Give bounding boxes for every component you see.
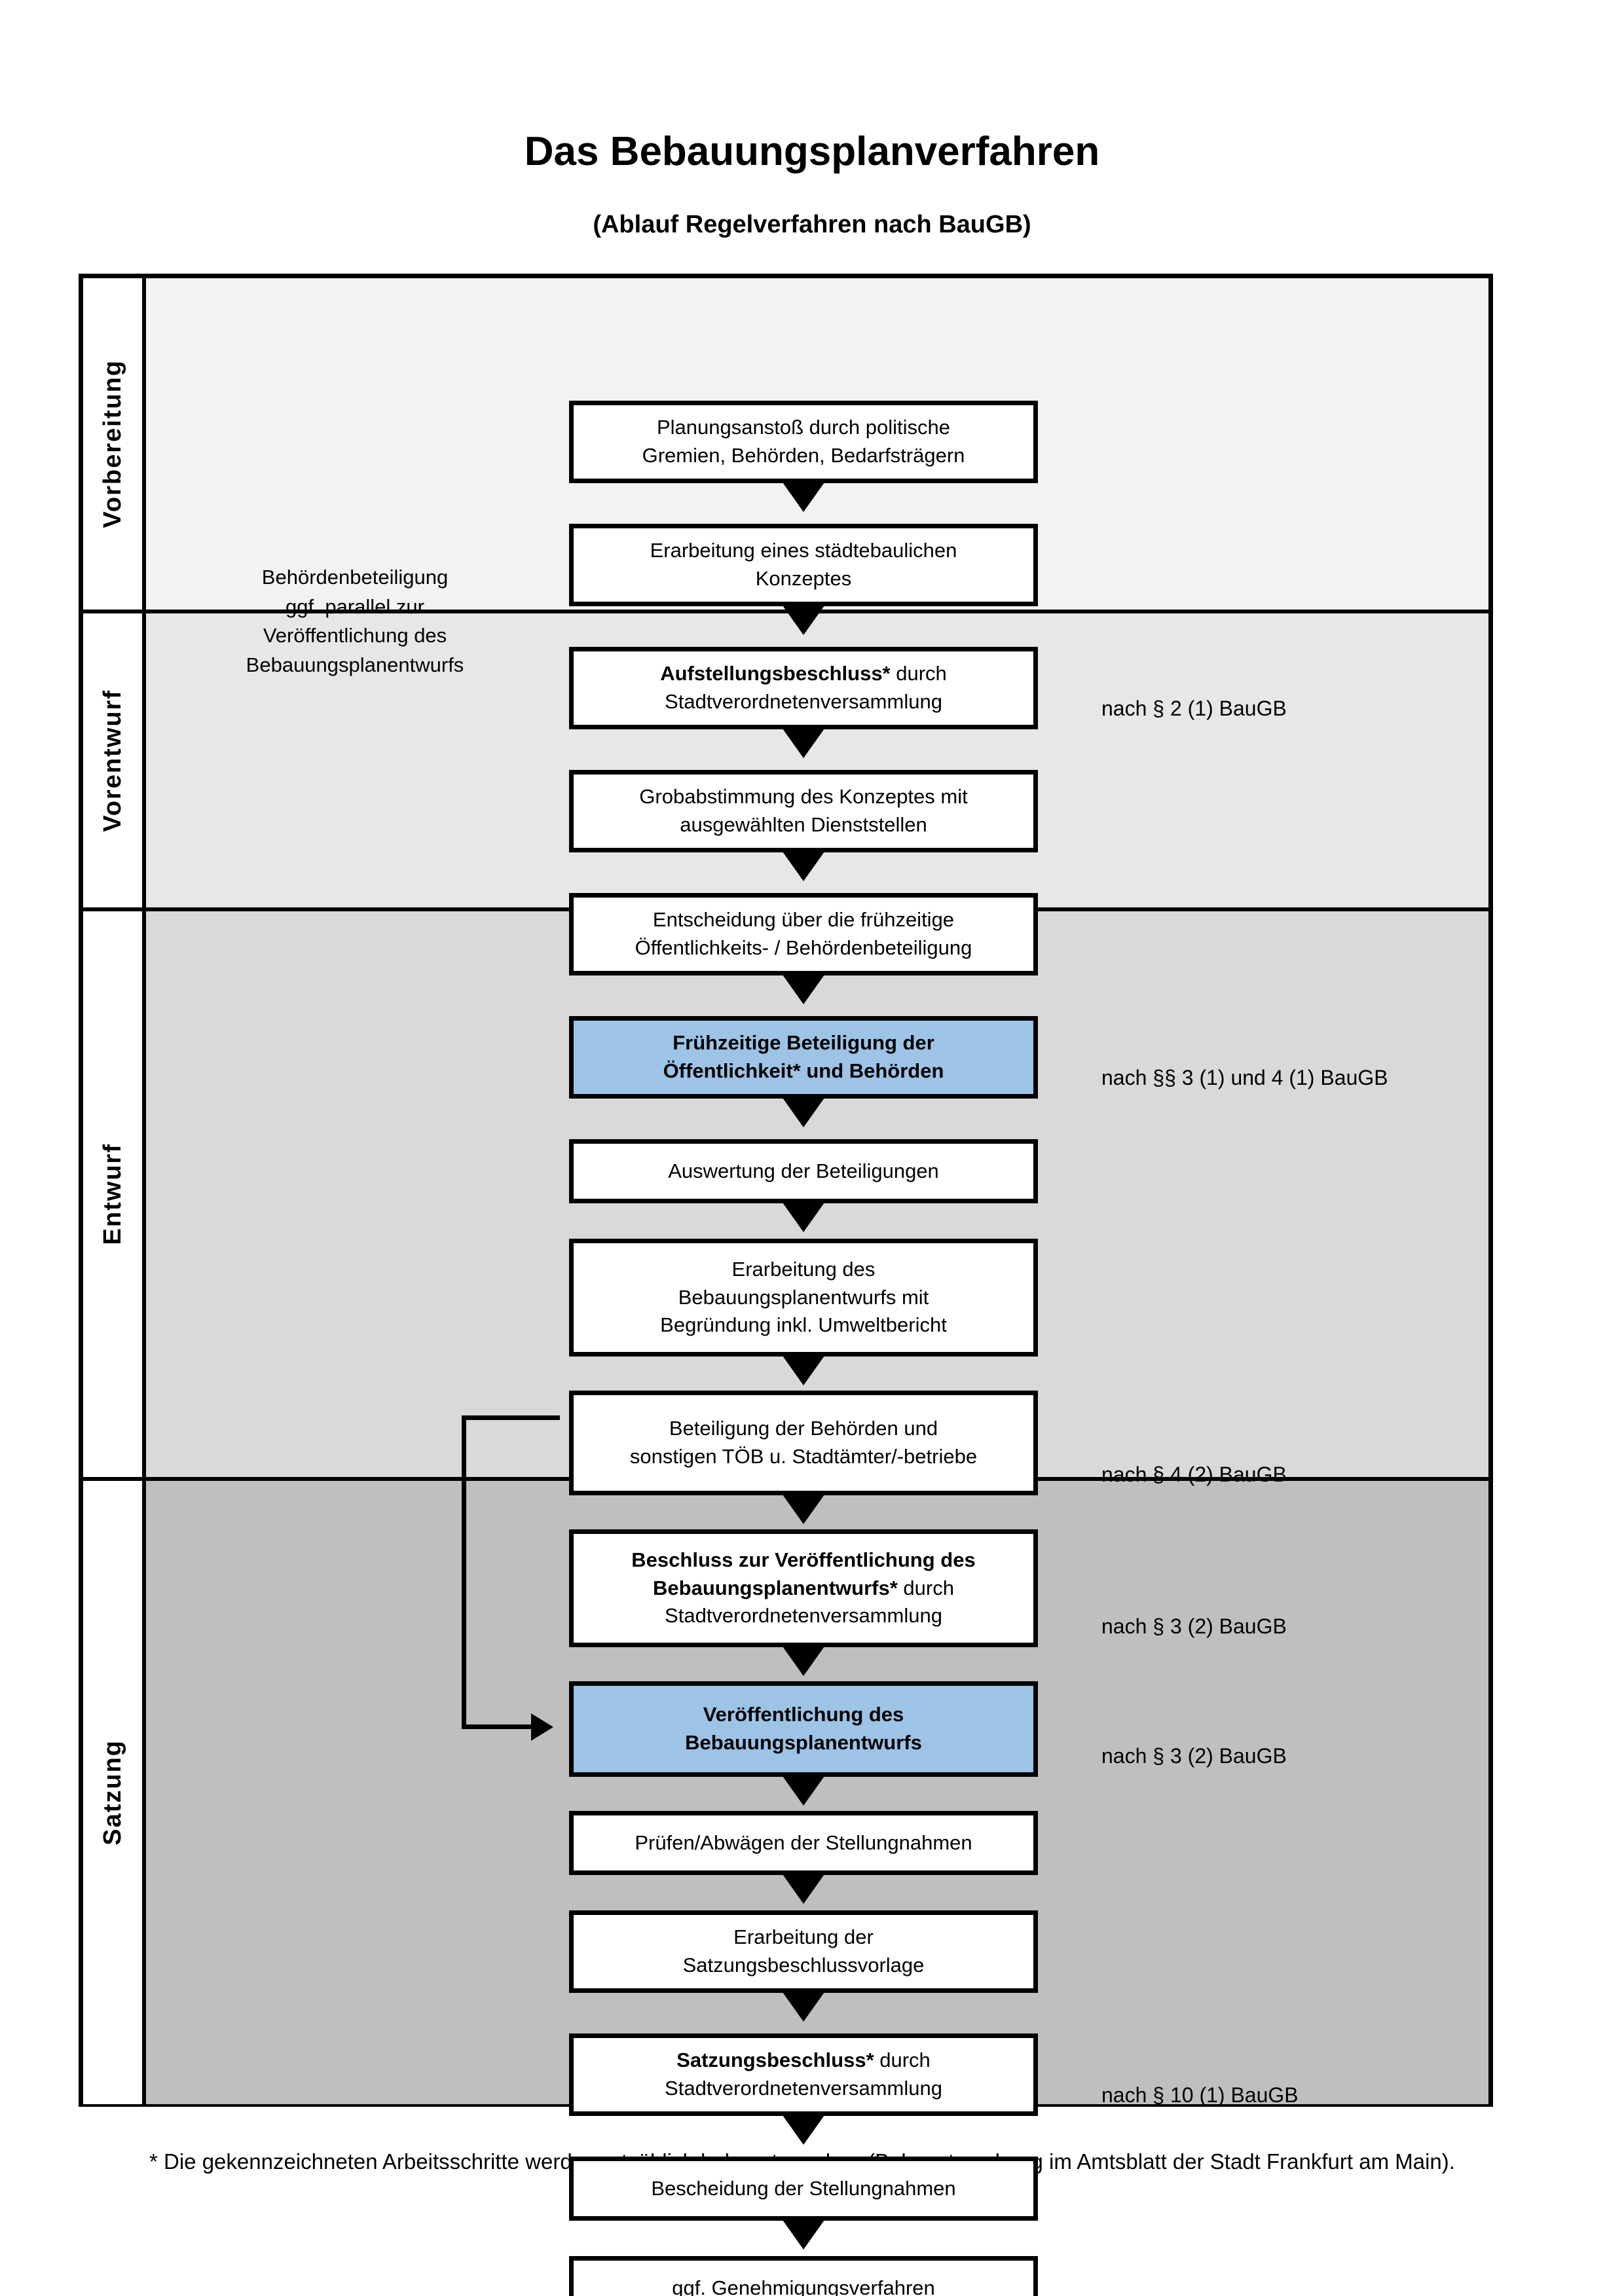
process-box-line: Gremien, Behörden, Bedarfsträgern (642, 444, 965, 467)
loop-arrowhead (531, 1713, 553, 1741)
process-box-grobabstimmung[interactable]: Grobabstimmung des Konzeptes mit ausgewäh… (569, 770, 1038, 852)
process-box-text: Auswertung der Beteiligungen (668, 1157, 939, 1186)
process-box-line: Planungsanstoß durch politische (656, 416, 951, 439)
process-box-line: Satzungsbeschlussvorlage (682, 1954, 925, 1977)
process-box-line: ausgewählten Dienststellen (680, 813, 927, 836)
process-box-line: Öffentlichkeits- / Behördenbeteiligung (635, 936, 972, 959)
process-box-text: Prüfen/Abwägen der Stellungnahmen (635, 1829, 972, 1857)
loop-segment-bottom (462, 1724, 535, 1729)
phase-label-text: Satzung (98, 1740, 126, 1846)
legal-note-note-par3-2a: nach § 3 (2) BauGB (1101, 1614, 1287, 1638)
process-box-line: Aufstellungsbeschluss* durch (660, 662, 947, 685)
process-box-line: Beschluss zur Veröffentlichung des (631, 1548, 976, 1571)
process-box-line: Erarbeitung des (731, 1257, 876, 1281)
phase-label-text: Vorentwurf (98, 689, 126, 832)
process-box-auswertung-beteiligungen[interactable]: Auswertung der Beteiligungen (569, 1139, 1038, 1203)
phase-label-text: Entwurf (98, 1143, 126, 1245)
process-box-line: Frühzeitige Beteiligung der (673, 1031, 934, 1055)
process-box-line: Bescheidung der Stellungnahmen (651, 2176, 956, 2200)
process-box-line: Bebauungsplanentwurfs (685, 1731, 922, 1754)
process-box-line: Öffentlichkeit* und Behörden (663, 1059, 944, 1082)
process-box-line: Bebauungsplanentwurfs* durch (653, 1576, 954, 1599)
flowchart-frame: Vorbereitung Vorentwurf Entwurf Satzung … (79, 274, 1493, 2296)
loop-segment-left (462, 1415, 466, 1729)
process-box-line: Veröffentlichung des (703, 1703, 904, 1726)
process-box-line: Erarbeitung eines städtebaulichen (650, 539, 957, 562)
side-note-line: Veröffentlichung des (263, 624, 447, 647)
phase-label-text: Vorbereitung (98, 359, 126, 528)
process-box-line: Erarbeitung der (733, 1925, 874, 1949)
process-box-line: Beteiligung der Behörden und (669, 1417, 938, 1440)
process-box-line: Stadtverordnetenversammlung (665, 690, 942, 713)
phase-label-satzung: Satzung (83, 1481, 146, 2104)
process-box-line: Grobabstimmung des Konzeptes mit (639, 785, 968, 809)
legal-note-note-par2: nach § 2 (1) BauGB (1101, 697, 1287, 720)
loop-segment-top (462, 1415, 560, 1420)
process-box-text: Bescheidung der Stellungnahmen (651, 2175, 955, 2203)
phase-label-vorentwurf: Vorentwurf (83, 613, 146, 907)
process-box-genehmigungsverfahren[interactable]: ggf. Genehmigungsverfahren (569, 2256, 1038, 2296)
legal-note-note-par3-4: nach §§ 3 (1) und 4 (1) BauGB (1101, 1066, 1388, 1089)
process-box-line: Konzeptes (755, 567, 852, 590)
process-box-line: Stadtverordnetenversammlung (665, 1604, 942, 1628)
process-box-line: Stadtverordnetenversammlung (665, 2077, 942, 2100)
process-box-beteiligung-behoerden[interactable]: Beteiligung der Behörden und sonstigen TÖ… (569, 1391, 1038, 1495)
side-note-line: Behördenbeteiligung (261, 566, 449, 589)
phase-label-vorbereitung: Vorbereitung (83, 278, 146, 610)
page-subtitle: (Ablauf Regelverfahren nach BauGB) (593, 211, 1031, 238)
process-box-line: Entscheidung über die frühzeitige (652, 908, 955, 932)
process-box-text: ggf. Genehmigungsverfahren (672, 2274, 935, 2296)
process-box-line: Prüfen/Abwägen der Stellungnahmen (635, 1831, 972, 1854)
process-box-line: sonstigen TÖB u. Stadtämter/-betriebe (629, 1445, 978, 1468)
side-note-line: Bebauungsplanentwurfs (246, 653, 464, 676)
legal-note-note-par3-2b: nach § 3 (2) BauGB (1101, 1744, 1287, 1768)
process-box-line: ggf. Genehmigungsverfahren (672, 2276, 935, 2296)
process-box-text: Grobabstimmung des Konzeptes mit ausgewäh… (639, 783, 967, 839)
legal-note-note-par4-2: nach § 4 (2) BauGB (1101, 1463, 1287, 1486)
phase-label-entwurf: Entwurf (83, 911, 146, 1477)
page-title: Das Bebauungsplanverfahren (524, 129, 1100, 174)
side-note-line: ggf. parallel zur (286, 594, 424, 618)
legal-note-note-par10-1: nach § 10 (1) BauGB (1101, 2083, 1299, 2107)
process-box-line: Begründung inkl. Umweltbericht (660, 1313, 947, 1337)
process-box-line: Auswertung der Beteiligungen (668, 1159, 939, 1182)
process-box-line: Bebauungsplanentwurfs mit (678, 1285, 929, 1309)
process-box-bescheidung-stellungnahmen[interactable]: Bescheidung der Stellungnahmen (569, 2157, 1038, 2221)
process-box-text: Beteiligung der Behörden und sonstigen TÖ… (630, 1415, 977, 1471)
process-box-pruefen-abwaegen[interactable]: Prüfen/Abwägen der Stellungnahmen (569, 1811, 1038, 1875)
process-box-line: Satzungsbeschluss* durch (676, 2049, 931, 2072)
